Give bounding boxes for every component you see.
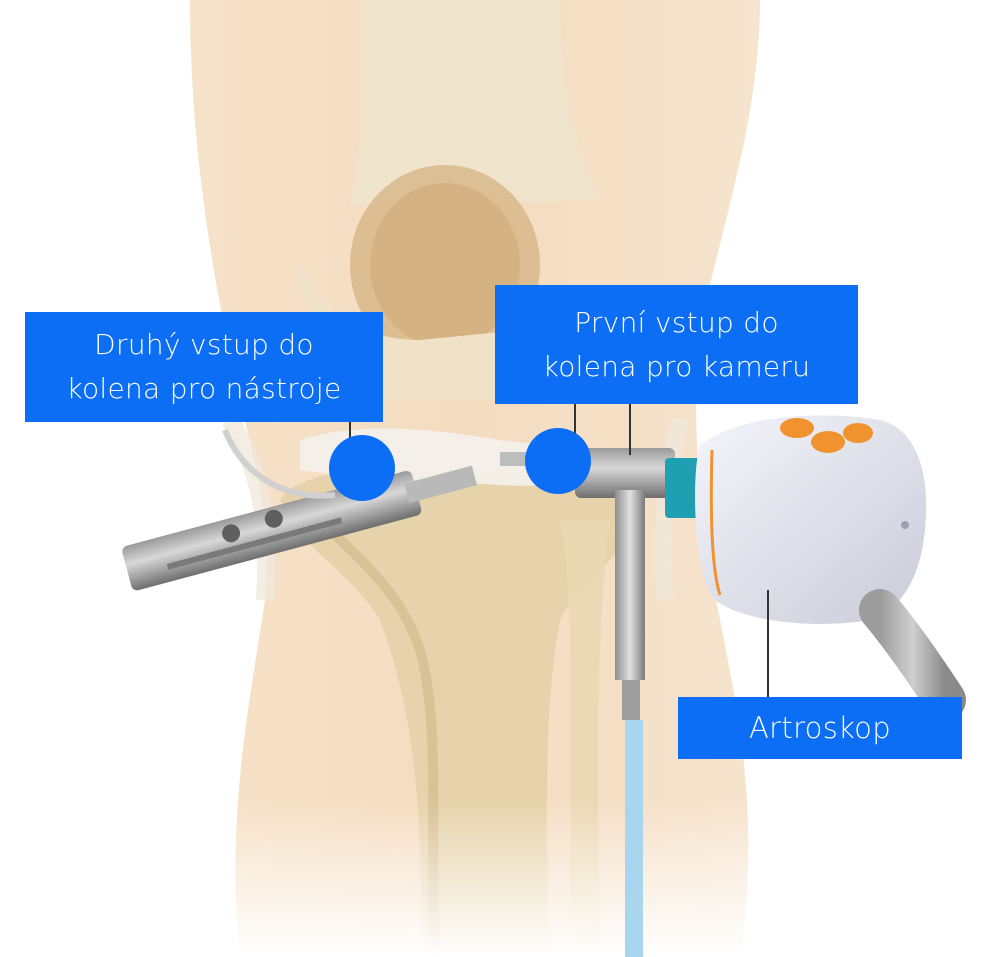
- second-portal-label-line2: kolena pro nástroje: [25, 367, 383, 411]
- second-portal-label: Druhý vstup do kolena pro nástroje: [25, 312, 383, 422]
- second-portal-label-line1: Druhý vstup do: [25, 323, 383, 367]
- camera-cable: [880, 610, 945, 700]
- first-portal-marker: [525, 428, 591, 494]
- arthroscope-label-text: Artroskop: [678, 711, 962, 745]
- first-portal-label: První vstup do kolena pro kameru: [495, 285, 858, 404]
- first-portal-label-line1: První vstup do: [495, 301, 858, 345]
- fluid-tube: [625, 720, 643, 957]
- fluid-valve: [615, 490, 645, 680]
- second-portal-marker: [329, 435, 395, 501]
- arthroscope-label: Artroskop: [678, 697, 962, 759]
- first-portal-label-line2: kolena pro kameru: [495, 345, 858, 389]
